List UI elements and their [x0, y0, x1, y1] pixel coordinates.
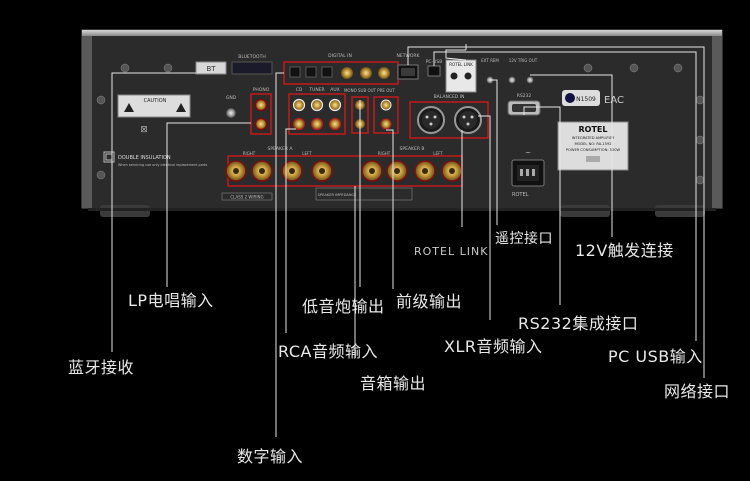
cd-label: CD	[296, 87, 303, 93]
callout-speaker: 音箱输出	[360, 374, 427, 393]
pre-out: PRE OUT	[373, 88, 399, 134]
caution-label: CAUTION	[117, 94, 191, 118]
pre-out-label: PRE OUT	[377, 88, 395, 93]
ext-rem-label: EXT REM	[481, 58, 499, 63]
callout-pc-usb: PC USB输入	[608, 347, 703, 366]
speaker-left-b: LEFT	[433, 151, 443, 156]
speaker-right-b: RIGHT	[378, 151, 391, 156]
rca-inputs: CD TUNER AUX	[288, 87, 346, 135]
speaker-right-a: RIGHT	[243, 151, 256, 156]
phono-panel-label: PHONO	[253, 87, 270, 93]
double-insulation-text: DOUBLE INSULATION	[118, 155, 171, 161]
caution-title: CAUTION	[144, 98, 167, 104]
bluetooth-label: BLUETOOTH	[238, 54, 265, 60]
callout-rotel-link: ROTEL LINK	[414, 245, 489, 258]
class2-label: CLASS 2 WIRING	[221, 192, 273, 201]
tuner-label: TUNER	[308, 87, 324, 93]
callout-phono: LP电唱输入	[128, 291, 214, 310]
speaker-b-label: SPEAKER B	[400, 146, 425, 152]
cert-text: N1509	[576, 96, 596, 103]
rating-plate: ROTEL INTEGRATED AMPLIFIER MODEL NO: RA-…	[557, 121, 629, 171]
rotel-link-ports: ROTEL LINK	[445, 59, 477, 93]
callout-bluetooth: 蓝牙接收	[68, 358, 135, 377]
plate-power: POWER CONSUMPTION: 500W	[566, 148, 621, 152]
impedance-text: SPEAKER IMPEDANCE	[318, 193, 357, 197]
gnd-label: GND	[226, 95, 237, 101]
callout-digital: 数字输入	[237, 447, 304, 466]
chassis	[81, 29, 723, 217]
made-by-brand: ROTEL	[512, 192, 529, 198]
callout-trigger: 12V触发连接	[575, 241, 674, 260]
service-note: When servicing use only identical replac…	[118, 163, 208, 167]
aux-label: AUX	[330, 87, 339, 93]
cert-badge: N1509 EAC	[562, 90, 624, 106]
plate-brand: ROTEL	[579, 125, 608, 134]
network-label: NETWORK	[396, 53, 420, 59]
sub-out-label: MONO SUB OUT	[344, 88, 377, 93]
callout-leader-lines	[111, 44, 705, 437]
xlr-inputs: BALANCED IN	[409, 94, 489, 139]
class2-text: CLASS 2 WIRING	[230, 195, 263, 200]
callout-xlr: XLR音频输入	[444, 337, 543, 356]
svg-text:⊠: ⊠	[140, 125, 148, 135]
callout-preout: 前级输出	[396, 292, 463, 311]
plate-type: INTEGRATED AMPLIFIER	[572, 136, 615, 140]
phono-inputs: PHONO	[250, 87, 272, 135]
trig-out-label: 12V TRIG OUT	[509, 58, 538, 63]
callout-subwoofer: 低音炮输出	[302, 297, 385, 316]
speaker-a-label: SPEAKER A	[268, 146, 294, 152]
callout-network: 网络接口	[664, 382, 731, 401]
rotel-link-panel-label: ROTEL LINK	[449, 62, 473, 67]
speaker-left-a: LEFT	[302, 151, 312, 156]
impedance-label: SPEAKER IMPEDANCE	[315, 187, 413, 201]
callout-remote: 遥控接口	[495, 231, 553, 247]
remote-trigger-ports: EXT REM 12V TRIG OUT	[481, 58, 538, 84]
digital-inputs: DIGITAL IN	[283, 53, 399, 85]
bluetooth-antenna: BT BLUETOOTH	[195, 54, 273, 75]
svg-text:EAC: EAC	[604, 95, 624, 106]
power-inlet: ~	[511, 149, 545, 187]
balanced-in-label: BALANCED IN	[434, 94, 465, 100]
bt-badge: BT	[206, 65, 216, 73]
callout-rs232: RS232集成接口	[518, 314, 639, 333]
callout-rca: RCA音频输入	[278, 342, 378, 361]
rs232-panel-label: RS232	[517, 93, 532, 99]
plate-model: MODEL NO: RA-1592	[574, 142, 611, 146]
digital-in-label: DIGITAL IN	[328, 53, 352, 59]
svg-text:~: ~	[525, 149, 531, 157]
